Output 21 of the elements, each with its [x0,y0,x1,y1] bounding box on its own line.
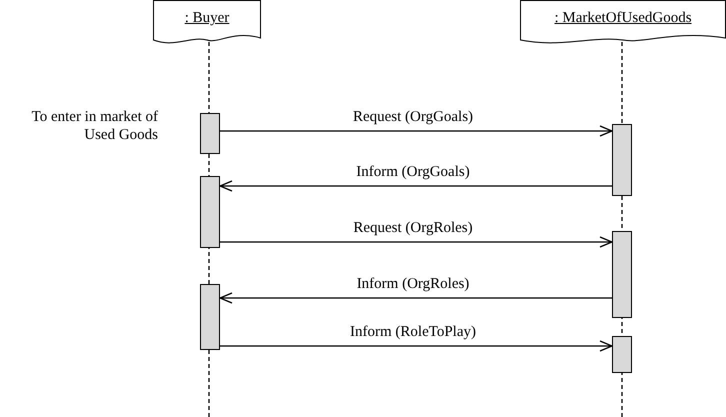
activation-bar [200,284,220,350]
participant-name: : Buyer [184,10,230,27]
edge-label: Request (OrgRoles) [353,220,473,237]
participant-name: : MarketOfUsedGoods [554,10,692,27]
activation-bar [612,124,632,196]
activation-bar [200,176,220,248]
edge-label: Request (OrgGoals) [352,109,474,126]
message-arrow [219,292,612,304]
activation-bar [200,113,220,154]
message-arrow [220,125,613,137]
message-arrow [219,180,612,192]
note-text: To enter in market of Used Goods [30,108,158,144]
activation-bar [612,231,632,318]
edge-label: Inform (OrgRoles) [356,276,470,293]
lifeline-head [520,0,726,46]
message-arrow [220,236,613,248]
activation-bar [612,336,632,373]
message-arrow [220,340,613,352]
edge-label: Inform (RoleToPlay) [350,324,476,341]
lifeline-head [153,0,261,46]
edge-label: Inform (OrgGoals) [356,164,470,181]
